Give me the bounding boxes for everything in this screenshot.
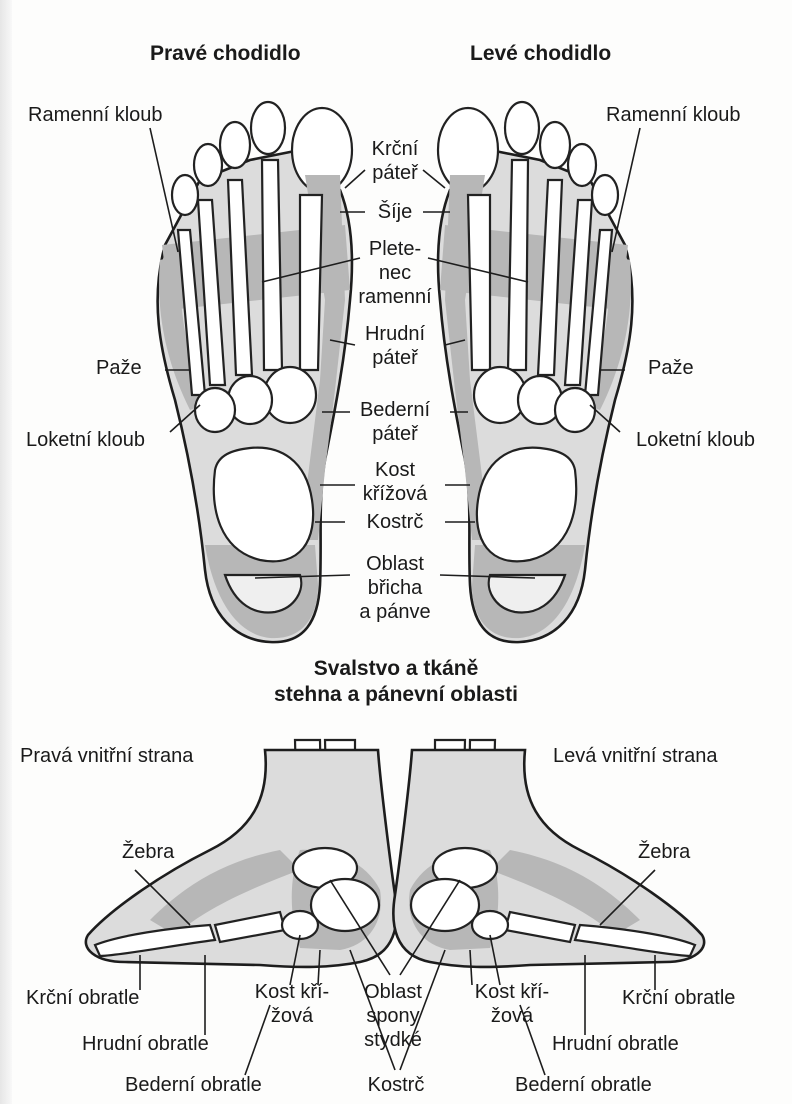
sacrum-side-right-line-2: žová (460, 1004, 564, 1028)
abdomen-pelvis-line-3: a pánve (345, 600, 445, 624)
coccyx-label: Kostrč (350, 510, 440, 534)
lumbar-spine-label: Bederní páteř (345, 398, 445, 446)
sacrum-label: Kost křížová (345, 458, 445, 506)
left-inner-side-label: Levá vnitřní strana (553, 744, 718, 768)
sacrum-side-right-line-1: Kost kří- (460, 980, 564, 1004)
thoracic-spine-line-1: Hrudní (350, 322, 440, 346)
ribs-label-right: Žebra (638, 840, 690, 864)
ribs-label-left: Žebra (122, 840, 174, 864)
section-heading: Svalstvo a tkáně stehna a pánevní oblast… (246, 656, 546, 708)
right-toe-3 (220, 122, 250, 168)
coccyx-side-label: Kostrč (360, 1073, 432, 1097)
cervical-spine-line-2: páteř (355, 161, 435, 185)
pubic-area-line-2: spony (350, 1004, 436, 1028)
thoracic-vertebrae-label-right: Hrudní obratle (552, 1032, 679, 1056)
sacrum-line-1: Kost (345, 458, 445, 482)
left-sole-illustration (438, 102, 632, 642)
right-toe-5 (172, 175, 198, 215)
shoulder-girdle-line-3: ramenní (345, 285, 445, 309)
shoulder-girdle-label: Plete- nec ramenní (345, 237, 445, 309)
neck-label: Šíje (355, 200, 435, 224)
sacrum-side-label-right: Kost kří- žová (460, 980, 564, 1028)
thoracic-spine-line-2: páteř (350, 346, 440, 370)
abdomen-pelvis-line-1: Oblast (345, 552, 445, 576)
right-inner-side-label: Pravá vnitřní strana (20, 744, 193, 768)
shoulder-joint-label-right: Ramenní kloub (606, 103, 741, 127)
right-toe-2 (251, 102, 285, 154)
abdomen-pelvis-line-2: břicha (345, 576, 445, 600)
left-sole-heading: Levé chodidlo (470, 42, 611, 66)
lumbar-vertebrae-label-right: Bederní obratle (515, 1073, 652, 1097)
thoracic-spine-label: Hrudní páteř (350, 322, 440, 370)
section-heading-line-2: stehna a pánevní oblasti (246, 682, 546, 708)
sacrum-side-left-line-1: Kost kří- (240, 980, 344, 1004)
lumbar-spine-line-1: Bederní (345, 398, 445, 422)
arm-label-right: Paže (648, 356, 694, 380)
abdomen-pelvis-label: Oblast břicha a pánve (345, 552, 445, 624)
pubic-area-line-3: stydké (350, 1028, 436, 1052)
arm-label-left: Paže (96, 356, 142, 380)
lumbar-vertebrae-label-left: Bederní obratle (125, 1073, 262, 1097)
right-toe-4 (194, 144, 222, 186)
cervical-spine-label: Krční páteř (355, 137, 435, 185)
sacrum-line-2: křížová (345, 482, 445, 506)
shoulder-girdle-line-2: nec (345, 261, 445, 285)
shoulder-girdle-line-1: Plete- (345, 237, 445, 261)
lumbar-spine-line-2: páteř (345, 422, 445, 446)
sacrum-side-left-line-2: žová (240, 1004, 344, 1028)
sacrum-side-label-left: Kost kří- žová (240, 980, 344, 1028)
right-sole-illustration (158, 102, 352, 642)
pubic-area-label: Oblast spony stydké (350, 980, 436, 1052)
right-sole-heading: Pravé chodidlo (150, 42, 301, 66)
section-heading-line-1: Svalstvo a tkáně (246, 656, 546, 682)
elbow-joint-label-left: Loketní kloub (26, 428, 145, 452)
cervical-spine-line-1: Krční (355, 137, 435, 161)
pubic-area-line-1: Oblast (350, 980, 436, 1004)
cervical-vertebrae-label-right: Krční obratle (622, 986, 735, 1010)
thoracic-vertebrae-label-left: Hrudní obratle (82, 1032, 209, 1056)
cervical-vertebrae-label-left: Krční obratle (26, 986, 139, 1010)
elbow-joint-label-right: Loketní kloub (636, 428, 755, 452)
shoulder-joint-label-left: Ramenní kloub (28, 103, 163, 127)
